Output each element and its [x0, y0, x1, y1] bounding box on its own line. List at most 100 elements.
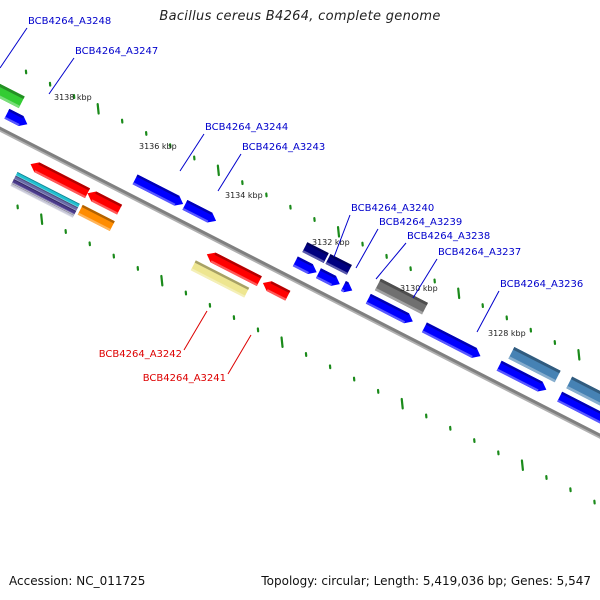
feature-body [87, 191, 123, 215]
feature-slate-track [13, 175, 79, 212]
feature-body [132, 174, 184, 206]
feature-bottom-edge [302, 250, 325, 263]
tick-label: 3132 kbp [312, 238, 350, 247]
gene-label-leader [412, 258, 438, 299]
feature-body [13, 175, 79, 212]
major-tick [457, 287, 461, 300]
feature-bottom-edge [325, 261, 348, 275]
feature-top-edge [379, 278, 428, 306]
feature-green [0, 83, 25, 109]
feature-steelblue-1 [508, 347, 561, 383]
feature-top-edge [570, 376, 600, 395]
feature-top-edge [319, 268, 337, 279]
feature-steelblue-2 [566, 376, 600, 406]
feature-top-edge [81, 204, 115, 224]
feature-top-edge [513, 347, 561, 374]
backbone-line [0, 126, 600, 437]
feature-top-edge [11, 183, 75, 216]
feature-top-edge [344, 281, 349, 285]
gene-label: BCB4264_A3237 [438, 247, 521, 258]
feature-navy-a3240 [302, 242, 329, 263]
feature-bottom-edge [4, 116, 20, 126]
backbone [0, 126, 600, 439]
feature-top-edge [561, 391, 600, 414]
feature-bottom-edge [315, 276, 333, 286]
feature-orange [77, 204, 115, 232]
gene-label-leader [476, 290, 500, 333]
genome-summary-text: Topology: circular; Length: 5,419,036 bp… [261, 574, 591, 588]
feature-body [182, 199, 217, 223]
feature-khaki-a3242 [190, 260, 250, 298]
feature-top-edge [500, 360, 543, 384]
feature-top-edge [270, 281, 291, 293]
major-tick [160, 274, 164, 287]
gene-label: BCB4264_A3240 [351, 203, 434, 214]
feature-blue-a3240b [292, 256, 317, 275]
feature-top-edge [296, 256, 313, 267]
feature-top-edge [136, 174, 180, 199]
feature-red-a3241 [262, 281, 291, 301]
tick-label: 3134 kbp [225, 191, 263, 200]
feature-gray-track [10, 183, 75, 218]
feature-body [496, 360, 547, 392]
tick-label: 3128 kbp [488, 329, 526, 338]
major-tick [520, 459, 524, 471]
feature-top-edge [369, 293, 410, 316]
gene-label-leader [227, 334, 252, 375]
feature-bottom-edge [15, 174, 79, 208]
feature-blue-next2 [557, 391, 600, 424]
feature-top-edge [425, 322, 477, 351]
gene-label-leader [179, 133, 205, 172]
accession-text: Accession: NC_011725 [9, 574, 146, 588]
feature-body [262, 281, 291, 301]
feature-body [508, 347, 561, 383]
feature-purple-track [12, 179, 77, 215]
feature-bottom-edge [13, 178, 77, 212]
feature-bottom-edge [421, 330, 473, 358]
feature-body [4, 108, 28, 126]
feature-navy-a3239 [325, 254, 352, 275]
major-tick [96, 102, 100, 115]
gene-label: BCB4264_A3242 [99, 349, 182, 360]
feature-top-edge [329, 254, 352, 268]
feature-red-a3242 [206, 252, 262, 287]
feature-top-edge [194, 260, 250, 290]
gene-label-leader [355, 228, 379, 269]
major-tick [336, 225, 341, 238]
features [0, 83, 600, 424]
feature-top-edge [8, 108, 24, 119]
feature-body [206, 252, 262, 287]
feature-bottom-edge [77, 212, 111, 232]
feature-cyan-track [15, 172, 80, 208]
gene-label: BCB4264_A3238 [407, 231, 490, 242]
gene-label-leader [217, 153, 242, 192]
feature-body [325, 254, 352, 275]
feature-bottom-edge [374, 287, 424, 315]
feature-body [190, 260, 250, 298]
feature-top-edge [95, 191, 123, 207]
feature-red-2 [87, 191, 123, 215]
backbone-shadow [0, 128, 600, 439]
feature-blue-a3239b [315, 268, 340, 286]
tick-marks [16, 69, 596, 505]
major-tick [400, 397, 404, 410]
feature-body [340, 281, 353, 293]
feature-blue-a3236 [421, 322, 481, 358]
gene-label: BCB4264_A3236 [500, 279, 583, 290]
gene-label-leader [183, 310, 208, 351]
tick-label: 3136 kbp [139, 142, 177, 151]
feature-body [365, 293, 413, 324]
feature-top-edge [38, 162, 91, 191]
feature-bottom-edge [340, 288, 345, 293]
feature-top-edge [306, 242, 329, 256]
gene-label: BCB4264_A3241 [143, 373, 226, 384]
feature-bottom-edge [557, 399, 600, 424]
feature-bottom-edge [266, 289, 287, 301]
genome-title: Bacillus cereus B4264, complete genome [159, 9, 441, 24]
feature-body [374, 278, 428, 315]
feature-body [292, 256, 317, 275]
feature-red-1 [30, 162, 91, 199]
gene-label: BCB4264_A3247 [75, 46, 158, 57]
tick-label: 3138 kbp [54, 93, 92, 102]
